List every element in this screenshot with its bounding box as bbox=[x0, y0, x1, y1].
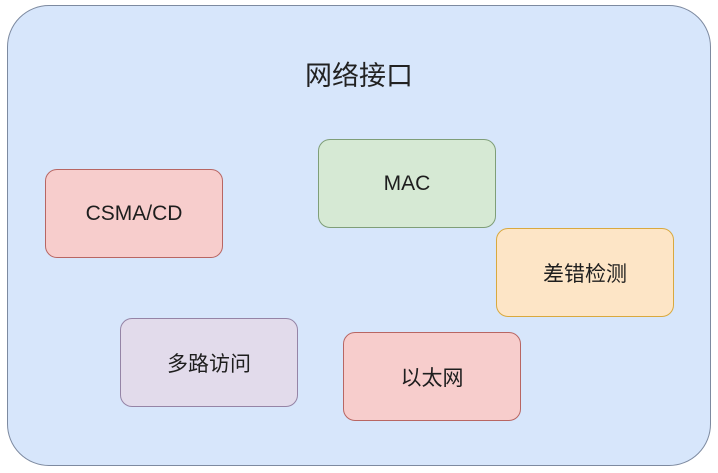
node-error-detection: 差错检测 bbox=[496, 228, 674, 317]
node-multiple-access: 多路访问 bbox=[120, 318, 298, 407]
node-mac: MAC bbox=[318, 139, 496, 228]
node-csma-cd: CSMA/CD bbox=[45, 169, 223, 258]
diagram-title: 网络接口 bbox=[305, 61, 413, 91]
node-ethernet: 以太网 bbox=[343, 332, 521, 421]
